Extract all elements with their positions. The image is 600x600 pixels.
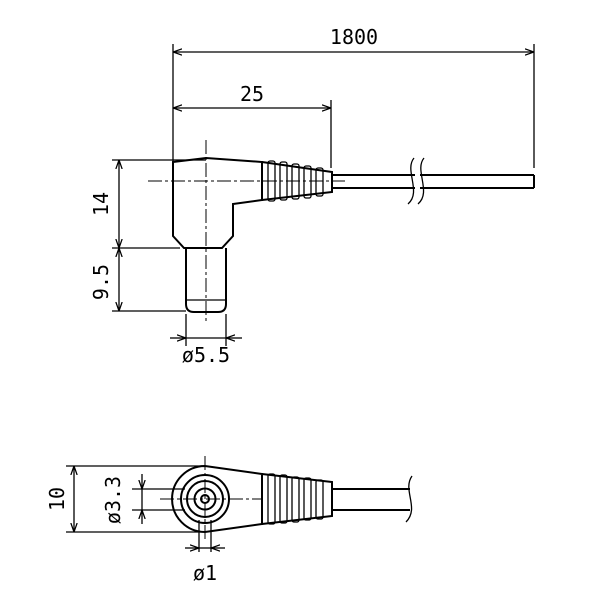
side-view: 1800 25 14 9.5 ø5.5 xyxy=(89,25,535,367)
plug-body xyxy=(172,156,263,249)
inner-diameter-label: ø3.3 xyxy=(101,476,125,524)
break-mark xyxy=(407,157,415,205)
strain-relief xyxy=(261,161,333,201)
pin-length-label: 9.5 xyxy=(89,264,113,300)
front-strain-relief xyxy=(261,473,333,525)
front-plug-body xyxy=(171,464,263,534)
outer-diameter-label: ø5.5 xyxy=(182,343,230,367)
break-mark xyxy=(417,157,425,205)
plug-reach-label: 25 xyxy=(240,82,264,106)
body-thickness-label: 10 xyxy=(45,487,69,511)
strain-relief-ribs xyxy=(267,160,324,202)
body-height-label: 14 xyxy=(89,192,113,216)
cable-length-label: 1800 xyxy=(330,25,378,49)
front-strain-relief-ribs xyxy=(267,473,324,525)
front-view: 10 ø3.3 ø1 xyxy=(45,456,413,585)
pin-diameter-label: ø1 xyxy=(193,561,217,585)
front-break-mark xyxy=(405,475,413,523)
